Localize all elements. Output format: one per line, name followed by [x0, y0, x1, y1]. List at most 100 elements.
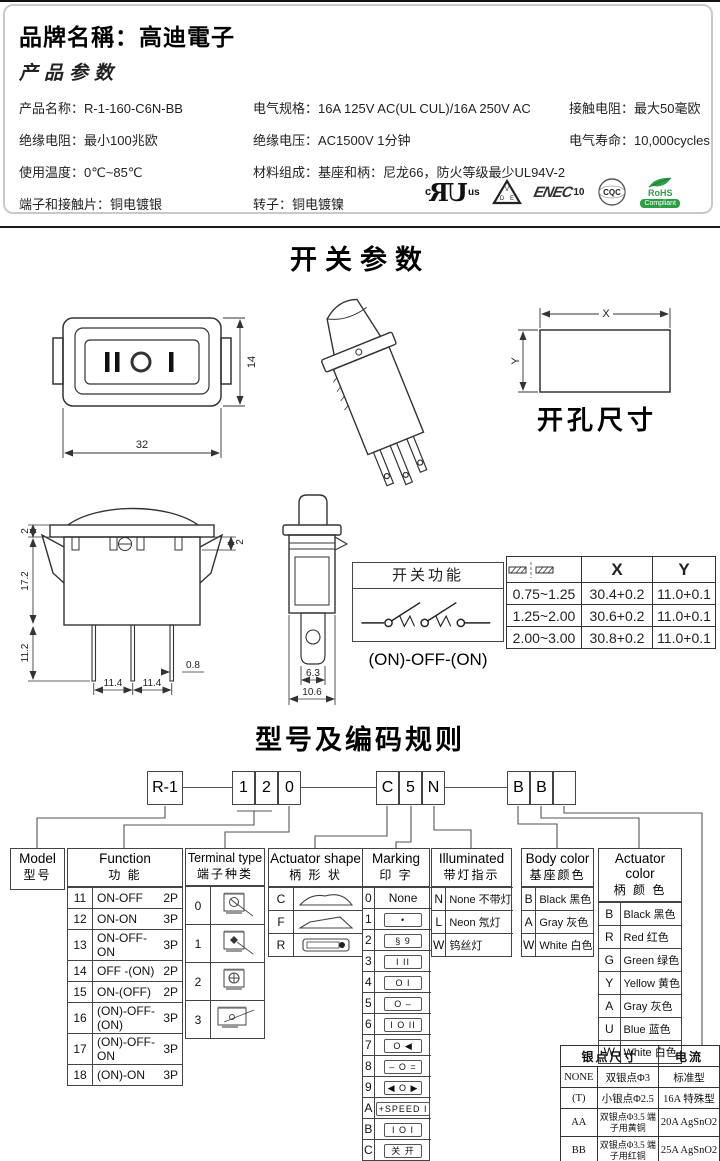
function-poles: 3P [163, 1042, 178, 1056]
silver-table-header: 银点尺寸 电流 [560, 1045, 720, 1067]
switch-function-box: 开关功能 [352, 562, 504, 642]
panel-col-y: Y [652, 556, 716, 583]
silver-current: 25A AgSnO2 [658, 1136, 720, 1161]
panel-cell: 11.0+0.1 [652, 626, 716, 649]
marking-symbol: I O II [384, 1017, 423, 1032]
code-box: 2 [255, 771, 278, 805]
switch-function-caption: (ON)-OFF-(ON) [368, 650, 488, 669]
silver-code: (T) [560, 1087, 598, 1109]
marking-symbol: O ◀ [384, 1038, 423, 1053]
actuator-color-row-label: Red 红色 [619, 925, 681, 949]
spec-list: 产品名称：R-1-160-C6N-BB 电气规格：16A 125V AC(UL C… [19, 98, 711, 226]
panel-cell: 11.0+0.1 [652, 604, 716, 627]
silver-col-current: 电流 [658, 1045, 720, 1067]
silver-code: BB [560, 1136, 598, 1161]
function-desc: (ON)-OFF-ON 3P [92, 1033, 182, 1065]
cqc-logo: CQC [596, 176, 628, 208]
spec-item: 端子和接触片：铜电镀银 [19, 197, 163, 212]
panel-cell: 0.75~1.25 [506, 582, 582, 605]
spec-item: 材料组成：基座和柄：尼龙66，防火等级最少UL94V-2 [253, 165, 566, 180]
function-code: 16 [68, 1002, 93, 1034]
rohs-logo: RoHS Compliant [640, 176, 680, 208]
code-connector [301, 787, 376, 788]
function-desc-wrap: (ON)-OFF-ON 3P [94, 1035, 181, 1063]
switch-function-title: 开关功能 [353, 563, 503, 589]
code-box: 5 [399, 771, 422, 805]
marking-code: C [363, 1139, 375, 1160]
panel-cell: 1.25~2.00 [506, 604, 582, 627]
marking-symbol: I O I [384, 1122, 423, 1137]
marking-code: B [363, 1118, 375, 1140]
body-color-row-label: White 白色 [535, 933, 594, 956]
function-desc: ON-ON 3P [92, 908, 182, 930]
body-color-row-label: Black 黑色 [535, 887, 594, 911]
spec-item: 电气寿命：10,000cycles [569, 133, 710, 148]
silver-size: 小银点Φ2.5 [596, 1087, 660, 1109]
function-poles: 2P [163, 985, 178, 999]
marking-symbol-cell: • [373, 908, 432, 930]
function-label: ON-ON [97, 912, 137, 926]
code-connector [183, 787, 232, 788]
function-code: 11 [68, 887, 93, 909]
function-label: (ON)-OFF-ON [97, 1035, 155, 1063]
actuator-color-row-code: Y [599, 971, 621, 995]
svg-text:X: X [602, 308, 610, 320]
actuator-shape-code: F [269, 910, 294, 934]
spec-item: 转子：铜电镀镍 [253, 197, 345, 212]
marking-symbol: None [388, 891, 418, 905]
panel-hatch-icon [508, 561, 554, 578]
terminal-row: 2 [186, 962, 264, 1001]
silver-current: 标准型 [658, 1066, 720, 1088]
function-code: 14 [68, 960, 93, 982]
marking-symbol-cell: None [373, 887, 432, 909]
function-label: ON-OFF-ON [97, 931, 147, 959]
marking-symbol-cell: I II [373, 950, 432, 972]
svg-text:17.2: 17.2 [20, 571, 31, 591]
illuminated-row-label: 钨丝灯 [445, 933, 513, 956]
code-box [553, 771, 576, 805]
code-box: N [422, 771, 445, 805]
terminal-row: 3 [186, 1000, 264, 1038]
actuator-shape-row: C [269, 887, 362, 911]
cutout-caption: 开孔尺寸 [536, 405, 657, 435]
spec-item: 电气规格：16A 125V AC(UL CUL)/16A 250V AC [253, 101, 531, 116]
function-poles: 3P [163, 912, 178, 926]
svg-text:2: 2 [235, 539, 246, 545]
actuator-shape-drawing-cell [293, 933, 362, 956]
coding-rules-title: 型号及编码规则 [255, 725, 465, 755]
illuminated-row-code: W [432, 933, 447, 956]
function-label: (ON)-ON [97, 1068, 145, 1082]
actuator-color-row-code: G [599, 948, 621, 972]
marking-row: 1• [363, 908, 432, 930]
marking-symbol: 关 开 [384, 1143, 423, 1158]
illuminated-row-label: None 不带灯 [445, 887, 513, 911]
function-desc-wrap: ON-(OFF)2P [94, 985, 181, 999]
product-params-heading: 产品参数 [19, 62, 120, 84]
actuator-color-row-label: Yellow 黄色 [619, 971, 681, 995]
panel-col-x: X [581, 556, 653, 583]
actuator-shape-code: C [269, 887, 294, 911]
svg-text:11.4: 11.4 [143, 678, 162, 689]
silver-size: 双银点Φ3.5 端子用黄铜 [596, 1108, 660, 1137]
spec-item: 产品名称：R-1-160-C6N-BB [19, 101, 183, 116]
silver-current: 20A AgSnO2 [658, 1108, 720, 1137]
marking-code: 3 [363, 950, 375, 972]
actuator-shape-code: R [269, 933, 294, 956]
